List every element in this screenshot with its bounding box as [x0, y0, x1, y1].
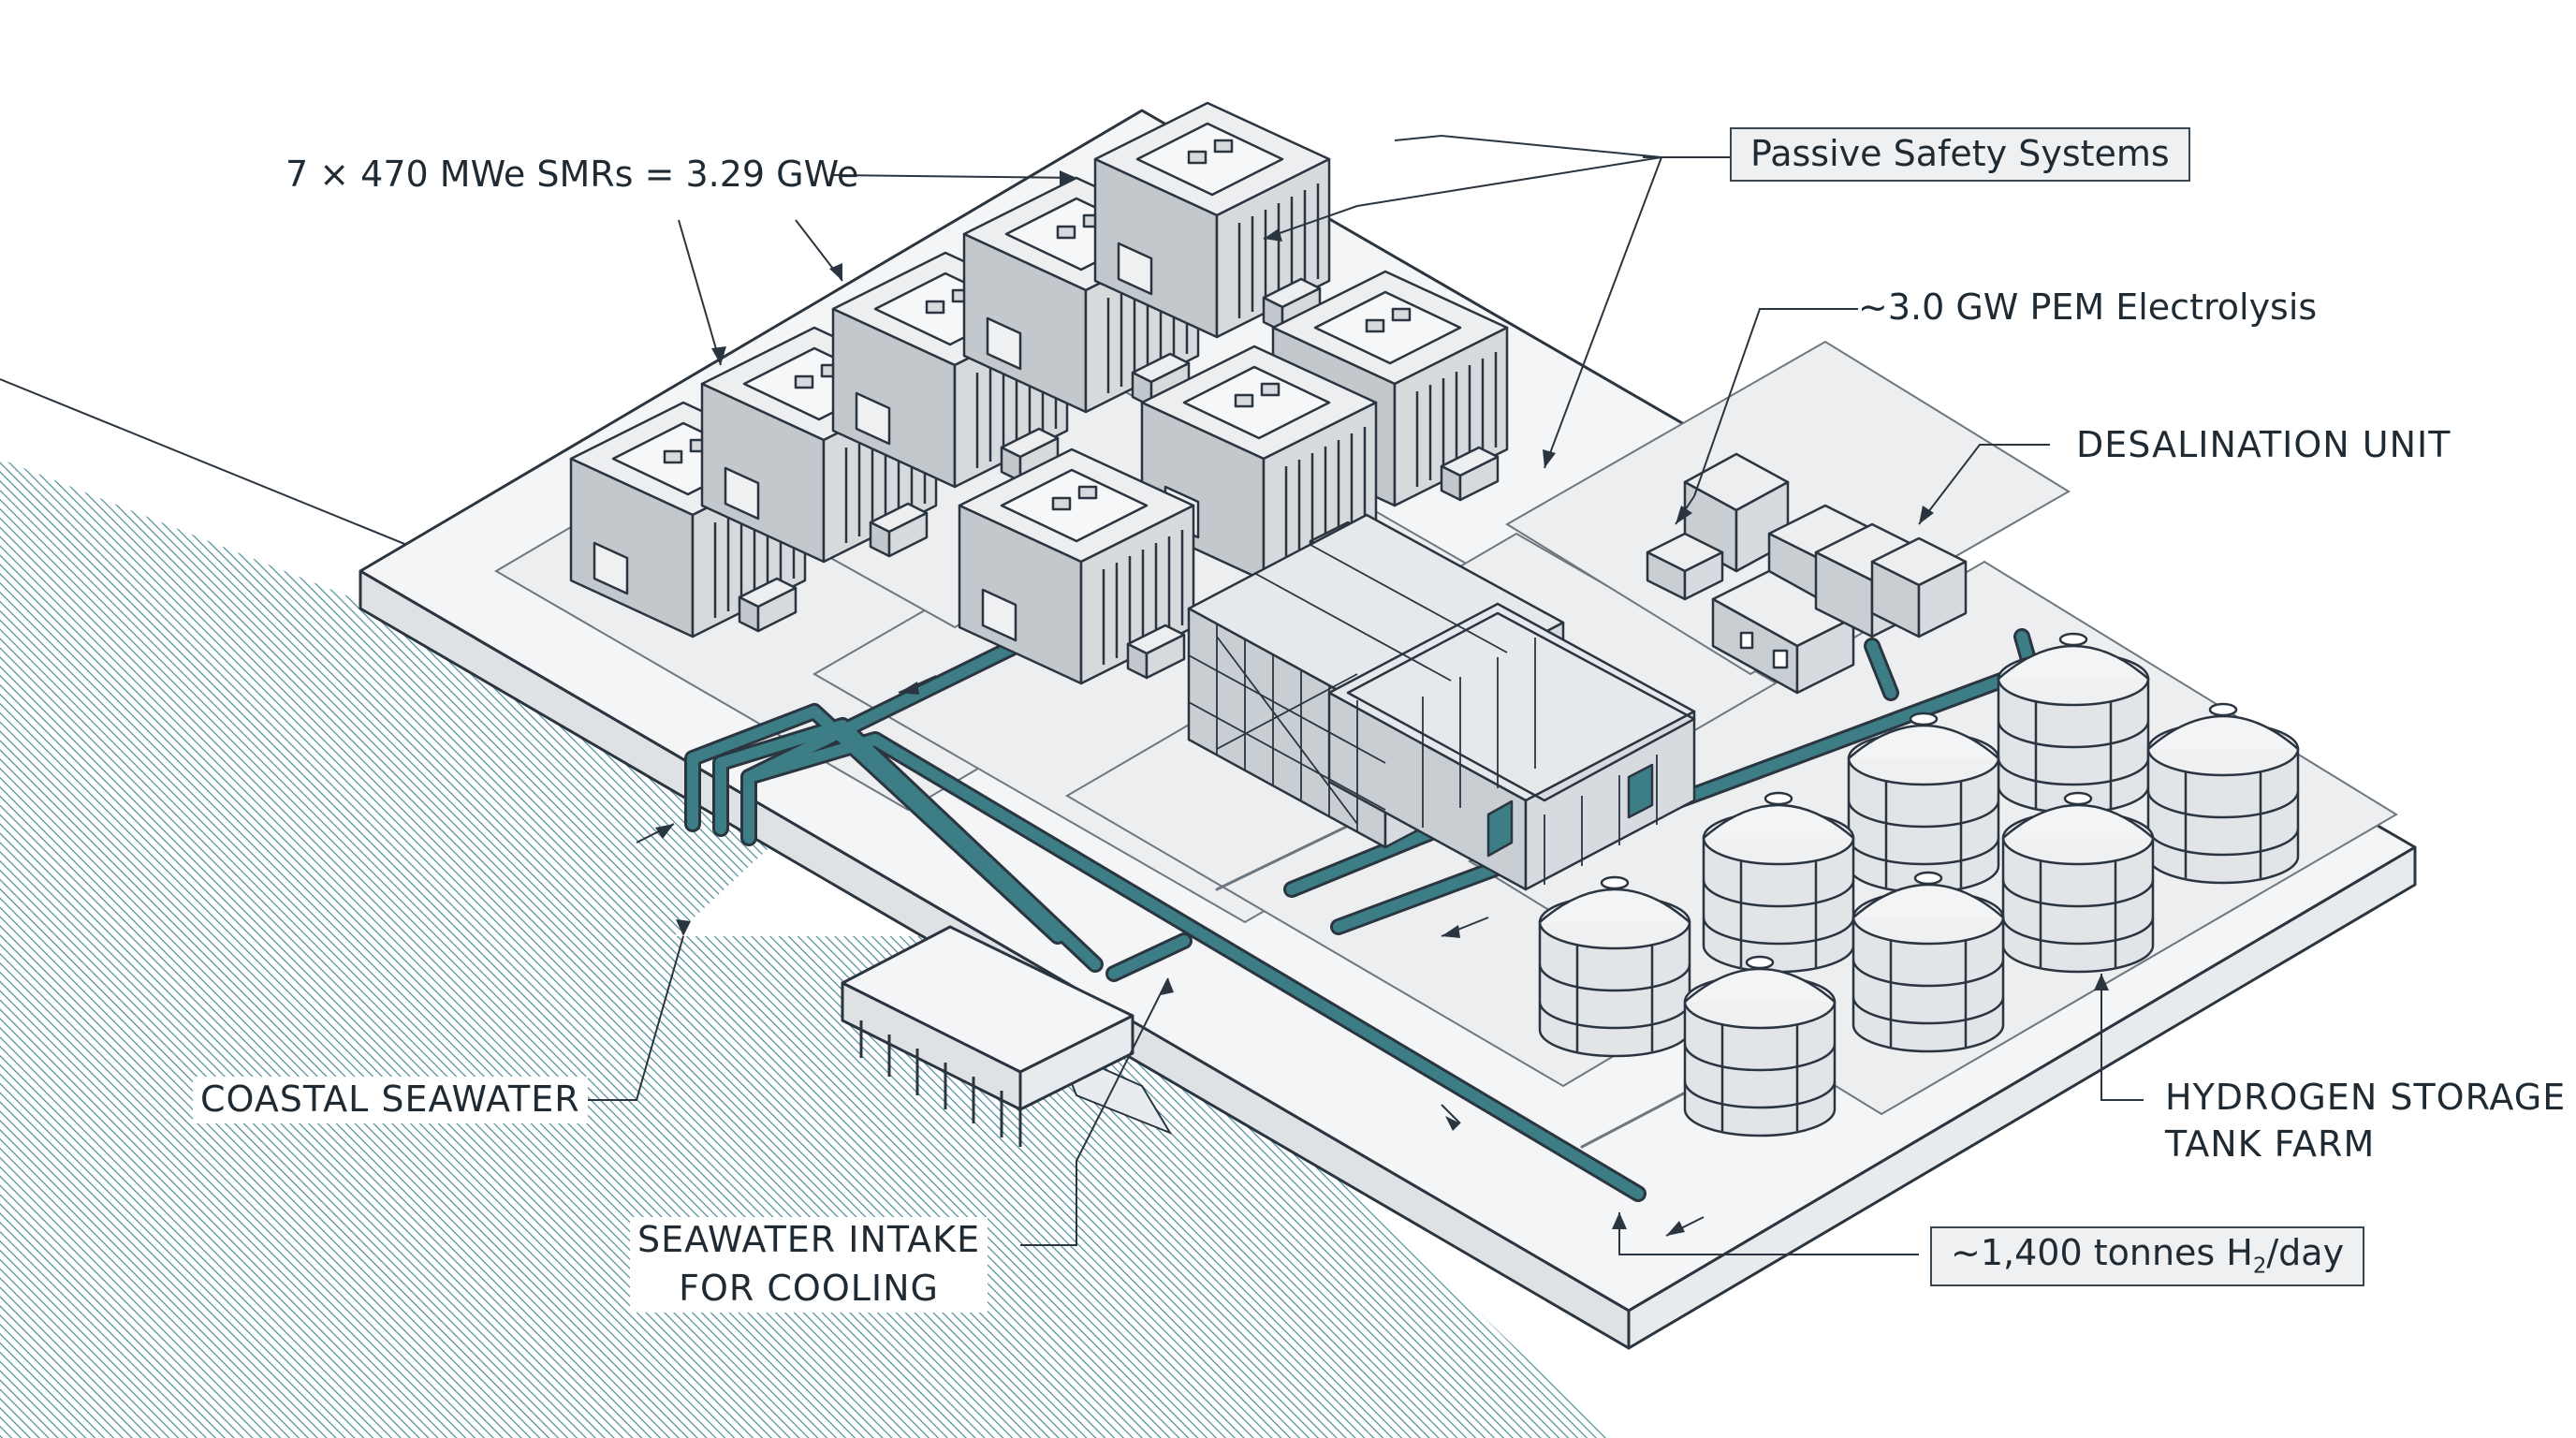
seawater-intake-label: SEAWATER INTAKE FOR COOLING [630, 1217, 988, 1313]
hydrogen-output-label: ~1,400 tonnes H2/day [1930, 1226, 2365, 1286]
hydrogen-storage-line1: HYDROGEN STORAGE [2165, 1077, 2567, 1118]
output-suffix: /day [2266, 1232, 2345, 1273]
hydrogen-storage-line2: TANK FARM [2165, 1123, 2376, 1165]
pem-electrolysis-label: ~3.0 GW PEM Electrolysis [1858, 286, 2318, 328]
passive-safety-label: Passive Safety Systems [1730, 127, 2190, 182]
desalination-unit [1646, 452, 1968, 695]
coastal-seawater-label: COASTAL SEAWATER [193, 1077, 588, 1123]
seawater-intake-line2: FOR COOLING [679, 1267, 939, 1309]
smr-capacity-label: 7 × 470 MWe SMRs = 3.29 GWe [285, 154, 859, 195]
seawater-intake-line1: SEAWATER INTAKE [637, 1219, 981, 1260]
pem-electrolysis-blocks [1187, 513, 1696, 891]
hydrogen-storage-label: HYDROGEN STORAGE TANK FARM [2165, 1078, 2566, 1165]
intake-jetty [841, 925, 1134, 1147]
sea-water [0, 459, 1610, 1438]
desalination-unit-label: DESALINATION UNIT [2076, 424, 2452, 465]
arrow-heads [655, 170, 2109, 1236]
output-subscript: 2 [2252, 1254, 2267, 1279]
output-prefix: ~1,400 tonnes H [1951, 1232, 2253, 1273]
